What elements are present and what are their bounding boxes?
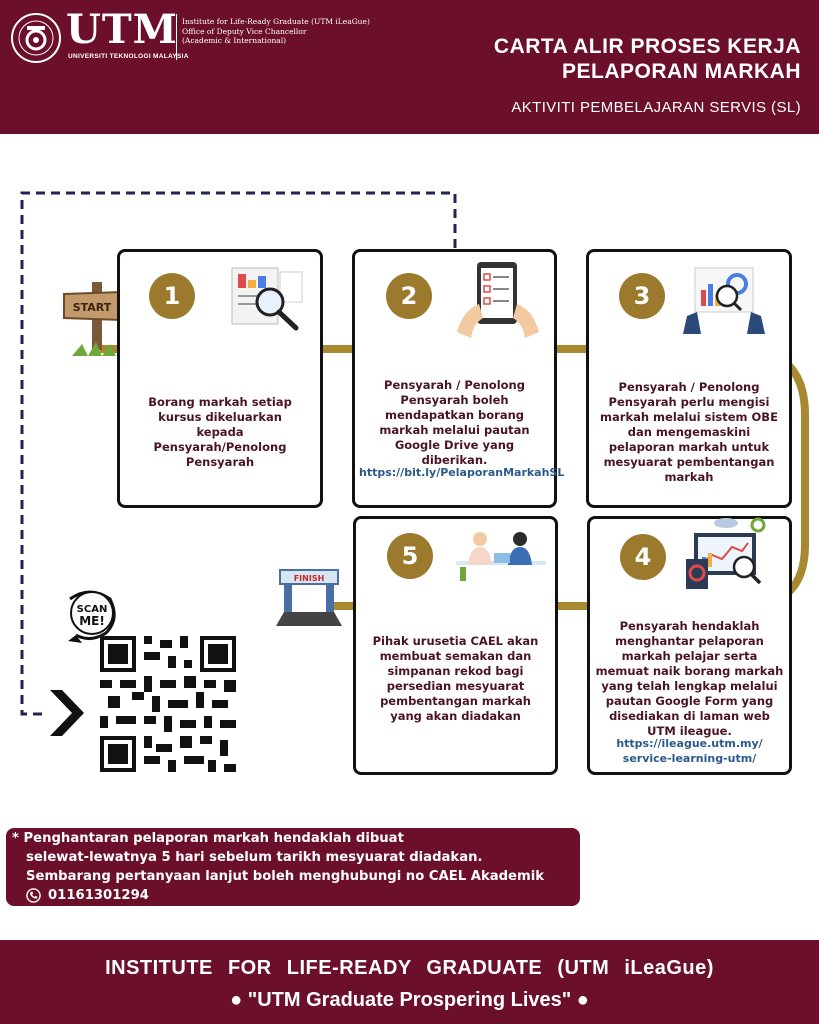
page-title: CARTA ALIR PROSES KERJA PELAPORAN MARKAH [494, 34, 801, 84]
step-number-badge: 1 [149, 273, 195, 319]
footer-tagline: ● "UTM Graduate Prospering Lives" ● [0, 989, 819, 1012]
step-card-3: 3 Pensyarah / Penolong Pensyarah perlu m… [586, 249, 792, 508]
ileague-link-line2: service-learning-utm/ [622, 752, 757, 765]
note-line-3: Sembarang pertanyaan lanjut boleh menghu… [26, 869, 545, 884]
step-number-badge: 4 [620, 534, 666, 580]
logo-divider [176, 14, 177, 60]
step-card-4: 4 Pensyarah hendaklah menghantar pelapor… [587, 516, 792, 775]
note-line-1: * Penghantaran pelaporan markah hendakla… [12, 831, 404, 846]
step-number-badge: 3 [619, 273, 665, 319]
bullet-dot-icon: ● [576, 989, 589, 1011]
step-card-5: 5 Pihak urusetia CAEL akan membuat semak… [353, 516, 558, 775]
bullet-dot-icon: ● [230, 989, 243, 1011]
step-description: Pensyarah / Penolong Pensyarah boleh men… [379, 378, 530, 467]
institute-info: Institute for Life-Ready Graduate (UTM i… [182, 17, 382, 46]
contact-phone[interactable]: 01161301294 [48, 888, 149, 903]
step-number-badge: 5 [387, 533, 433, 579]
institute-line: Institute for Life-Ready Graduate (UTM i… [182, 17, 370, 26]
tablet-checklist-icon [457, 262, 539, 338]
step-description: Borang markah setiap kursus dikeluarkan … [148, 395, 292, 469]
page-title-line2: PELAPORAN MARKAH [562, 60, 801, 83]
qr-code[interactable] [100, 636, 236, 772]
scan-label: SCAN [77, 604, 108, 615]
step-description: Pihak urusetia CAEL akan membuat semakan… [372, 634, 539, 723]
me-label: ME! [79, 614, 105, 628]
page-subtitle: AKTIVITI PEMBELAJARAN SERVIS (SL) [511, 99, 801, 116]
footer-institute-name: INSTITUTE FOR LIFE-READY GRADUATE (UTM i… [105, 957, 714, 979]
submission-note: * Penghantaran pelaporan markah hendakla… [6, 828, 580, 906]
ileague-link[interactable]: https://ileague.utm.my/ service-learning… [594, 736, 785, 766]
phone-icon [26, 888, 41, 903]
step-description: Pensyarah hendaklah menghantar pelaporan… [595, 619, 784, 738]
finish-arch-icon: FINISH [276, 569, 342, 626]
step-number-badge: 2 [386, 273, 432, 319]
institute-line: (Academic & International) [182, 36, 287, 45]
step-card-2: 2 Pensyarah / Penolong Pensyarah boleh m… [352, 249, 565, 508]
utm-seal-icon [11, 13, 61, 63]
utm-logo-text: UTM [66, 6, 178, 53]
analytics-board-icon [683, 267, 765, 334]
google-drive-link[interactable]: https://bit.ly/PelaporanMarkahSL [359, 466, 565, 479]
step-description: Pensyarah / Penolong Pensyarah perlu men… [600, 380, 778, 484]
institute-line: Office of Deputy Vice Chancellor [182, 26, 307, 36]
utm-logo-subtitle: UNIVERSITI TEKNOLOGI MALAYSIA [68, 53, 189, 60]
start-label: START [73, 301, 112, 314]
finish-label: FINISH [294, 574, 325, 583]
meeting-people-icon [456, 532, 546, 581]
page-title-line1: CARTA ALIR PROSES KERJA [493, 35, 801, 58]
step-card-1: 1 Borang markah setiap kursus dikeluarka… [117, 249, 323, 508]
header-banner: UTM UNIVERSITI TEKNOLOGI MALAYSIA Instit… [0, 0, 819, 134]
note-line-2: selewat-lewatnya 5 hari sebelum tarikh m… [26, 850, 483, 865]
footer-banner [0, 940, 819, 1024]
scan-me-badge: SCAN ME! [68, 590, 116, 643]
magnifier-document-icon [231, 267, 303, 331]
footer-tagline-text: "UTM Graduate Prospering Lives" [247, 989, 572, 1011]
dashed-return-line [20, 191, 457, 716]
ileague-link-line1: https://ileague.utm.my/ [616, 737, 763, 750]
dashboard-report-icon [686, 517, 766, 589]
chevron-right-icon [50, 690, 84, 736]
